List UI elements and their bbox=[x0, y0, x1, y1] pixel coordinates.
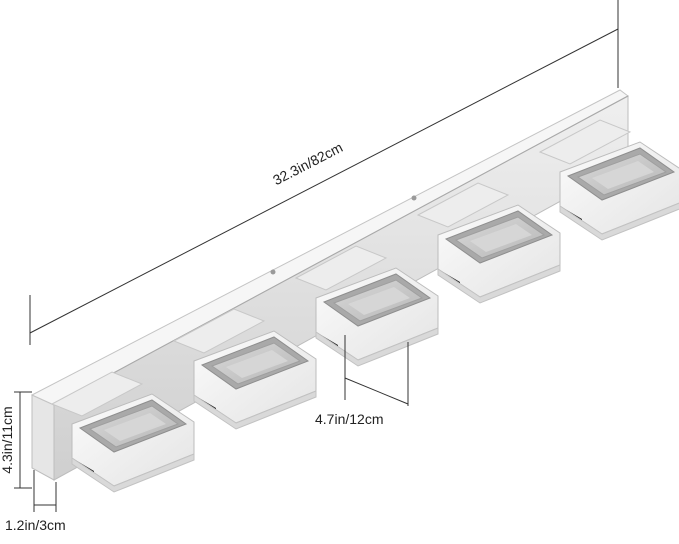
light-head bbox=[538, 119, 679, 241]
light-head bbox=[50, 371, 195, 493]
length-label: 32.3in/82cm bbox=[270, 139, 345, 188]
light-head bbox=[294, 245, 439, 367]
height-label: 4.3in/11cm bbox=[0, 406, 15, 473]
depth-label: 1.2in/3cm bbox=[5, 517, 66, 533]
height-dimension bbox=[14, 391, 32, 489]
light-head bbox=[416, 182, 561, 304]
spacing-dimension bbox=[344, 335, 409, 406]
spacing-label: 4.7in/12cm bbox=[315, 411, 383, 427]
mounting-screw bbox=[270, 269, 276, 275]
light-head bbox=[172, 308, 317, 430]
light-heads bbox=[50, 119, 679, 493]
length-dimension bbox=[29, 0, 619, 345]
depth-dimension bbox=[33, 470, 57, 512]
mounting-screw bbox=[411, 195, 417, 201]
